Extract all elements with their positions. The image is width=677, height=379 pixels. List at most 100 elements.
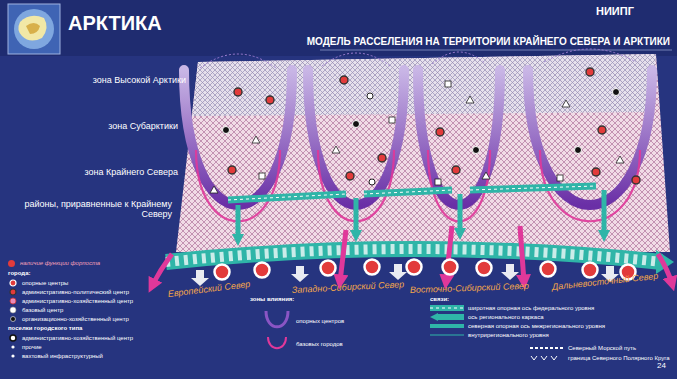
legend-sample <box>8 297 18 305</box>
settlement-symbol <box>367 93 373 99</box>
drawing-path <box>354 198 359 236</box>
city-symbol <box>378 154 386 162</box>
drawing-path <box>228 194 346 200</box>
drawing-circle <box>10 307 16 313</box>
legend-sample <box>430 304 464 312</box>
legend-heading: связи: <box>430 296 449 303</box>
legend-row: организационно-хозяйственный центр <box>8 315 129 323</box>
legend-heading: города: <box>8 270 30 277</box>
drawing-g <box>200 49 636 68</box>
drawing-rect <box>0 0 677 56</box>
settlement-symbol <box>557 175 563 181</box>
legend-text: организационно-хозяйственный центр <box>22 316 129 323</box>
legend-row: внутрирегионального уровня <box>430 331 549 339</box>
drawing-g <box>184 70 652 205</box>
legend-sample <box>8 315 18 323</box>
legend-sample <box>8 352 18 360</box>
drawing-circle <box>14 9 54 49</box>
drawing-circle <box>10 298 16 304</box>
city-symbol <box>346 172 354 180</box>
drawing-path <box>658 254 672 284</box>
shift-settlement-symbol <box>210 186 218 193</box>
drawing-g <box>152 226 672 286</box>
shift-settlement-symbol <box>562 100 570 107</box>
legend-row: Северный Морской путь <box>530 344 636 352</box>
drawing-g <box>210 68 640 193</box>
legend-row: административно-хозяйственный центр <box>8 297 133 305</box>
zone-label: зона Высокой Арктики <box>93 76 186 86</box>
legend-text: наличие функции форпоста <box>20 260 100 267</box>
legend-row: вахтовый инфраструктурный <box>8 352 103 360</box>
drawing-path <box>602 190 607 236</box>
drawing-rect <box>430 305 464 311</box>
shift-settlement-symbol <box>466 96 474 103</box>
drawing-g <box>215 260 636 280</box>
drawing-path <box>152 254 172 286</box>
city-symbol <box>613 89 620 96</box>
legend-sample <box>430 322 464 330</box>
drawing-path <box>544 49 636 62</box>
outpost-circle <box>583 263 598 278</box>
drawing-rect <box>8 4 60 54</box>
legend-text: опорных центров <box>296 318 344 325</box>
legend-heading: зоны влияния: <box>250 296 294 303</box>
drawing-path <box>200 54 276 68</box>
outpost-circle <box>477 261 492 276</box>
drawing-g <box>228 186 596 200</box>
settlement-symbol <box>435 179 441 185</box>
legend-sample <box>8 288 18 296</box>
legend-text: граница Северного Полярного Круга <box>568 355 670 362</box>
drawing-path <box>470 186 596 190</box>
legend-row: граница Северного Полярного Круга <box>530 354 670 362</box>
drawing-g <box>228 186 596 200</box>
city-symbol <box>234 88 242 96</box>
outpost-circle <box>443 260 458 275</box>
outpost-circle <box>255 263 270 278</box>
drawing-path <box>18 16 46 41</box>
shift-settlement-symbol <box>332 146 340 153</box>
drawing-path <box>531 356 557 360</box>
legend-text: внутрирегионального уровня <box>468 332 549 339</box>
settlement-symbol <box>259 173 265 179</box>
drawing-path <box>268 337 286 348</box>
shift-settlement-symbol <box>252 136 260 143</box>
page-number: 24 <box>657 362 666 371</box>
drawing-path <box>364 190 452 194</box>
legend-sample <box>262 310 292 332</box>
drawing-path <box>236 205 241 240</box>
legend-sample <box>8 334 18 342</box>
legend-text: Северный Морской путь <box>568 345 636 352</box>
drawing-path <box>266 311 288 327</box>
drawing-path <box>470 186 596 190</box>
legend-sample <box>430 331 464 339</box>
drawing-path <box>364 190 452 194</box>
city-symbol <box>632 176 640 184</box>
drawing-circle <box>10 280 16 286</box>
city-symbol <box>340 76 348 84</box>
legend-text: ось регионального каркаса <box>468 314 544 321</box>
drawing-path <box>291 266 309 282</box>
drawing-path <box>191 270 209 286</box>
legend-sample <box>8 306 18 314</box>
legend-sample <box>430 313 464 321</box>
legend-text: базовый центр <box>22 307 63 314</box>
legend-text: административно-политический центр <box>22 289 129 296</box>
legend-sample <box>530 344 564 352</box>
slide-heading: МОДЕЛЬ РАССЕЛЕНИЯ НА ТЕРРИТОРИИ КРАЙНЕГО… <box>307 36 670 47</box>
legend-sample <box>8 343 18 351</box>
drawing-line <box>320 50 672 51</box>
shift-settlement-symbol <box>482 172 490 179</box>
city-symbol <box>598 126 606 134</box>
legend-row: прочие <box>8 343 42 351</box>
legend-text: административно-хозяйственный центр <box>22 335 133 342</box>
legend-text: базовых городов <box>296 341 343 348</box>
legend-row: широтная опорная ось федерального уровня <box>430 304 594 312</box>
drawing-path <box>228 194 346 200</box>
city-symbol <box>436 128 444 136</box>
legend-text: административно-хозяйственный центр <box>22 298 133 305</box>
drawing-circle <box>11 317 16 322</box>
drawing-path <box>520 226 524 282</box>
drawing-g <box>238 190 604 240</box>
